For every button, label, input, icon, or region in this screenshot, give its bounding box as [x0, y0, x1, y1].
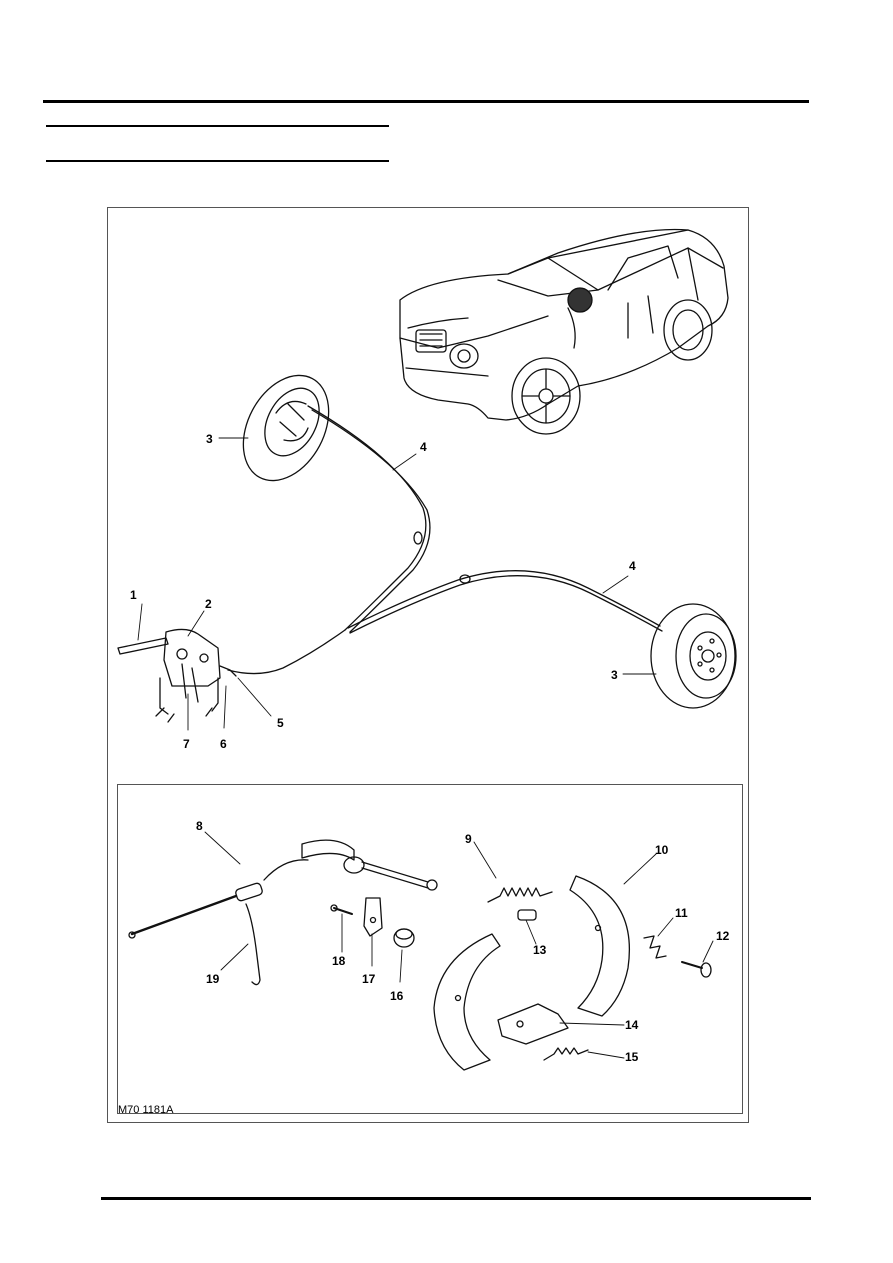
header-rule-short-2 — [46, 160, 389, 162]
illustration-drawing — [117, 228, 737, 1071]
callout-15: 15 — [625, 1050, 639, 1064]
leader-lines-inset — [204, 831, 714, 1059]
rear-brake-disc-right — [650, 603, 737, 709]
inset-parts — [128, 839, 712, 1071]
callout-3-right: 3 — [611, 668, 618, 682]
callout-18: 18 — [332, 954, 346, 968]
callout-5: 5 — [277, 716, 284, 730]
callout-11: 11 — [675, 906, 688, 920]
callout-17: 17 — [362, 972, 376, 986]
callout-16: 16 — [390, 989, 404, 1003]
leader-lines-upper — [137, 437, 657, 731]
callout-2: 2 — [205, 597, 212, 611]
callout-7: 7 — [183, 737, 190, 751]
callout-13: 13 — [533, 943, 547, 957]
callout-19: 19 — [206, 972, 220, 986]
callout-4-lower: 4 — [629, 559, 636, 573]
vehicle-sketch — [399, 228, 729, 435]
parking-brake-cables — [227, 405, 663, 675]
header-rule-short-1 — [46, 125, 389, 127]
header-rule-top — [43, 100, 809, 103]
callout-3-left: 3 — [206, 432, 213, 446]
callout-8: 8 — [196, 819, 203, 833]
rear-brake-disc-left — [242, 374, 330, 482]
callout-12: 12 — [716, 929, 730, 943]
callout-14: 14 — [625, 1018, 639, 1032]
figure-reference-code: M70 1181A — [118, 1104, 174, 1116]
callout-10: 10 — [655, 843, 669, 857]
callout-9: 9 — [465, 832, 472, 846]
parking-brake-illustration: 1 2 3 3 4 4 5 6 7 8 9 10 11 12 13 14 15 … — [107, 207, 749, 1123]
callout-4-upper: 4 — [420, 440, 427, 454]
parts-detail-inset — [117, 784, 743, 1114]
footer-rule — [101, 1197, 811, 1200]
callout-1: 1 — [130, 588, 137, 602]
callout-6: 6 — [220, 737, 227, 751]
handbrake-lever-assembly — [117, 628, 237, 723]
